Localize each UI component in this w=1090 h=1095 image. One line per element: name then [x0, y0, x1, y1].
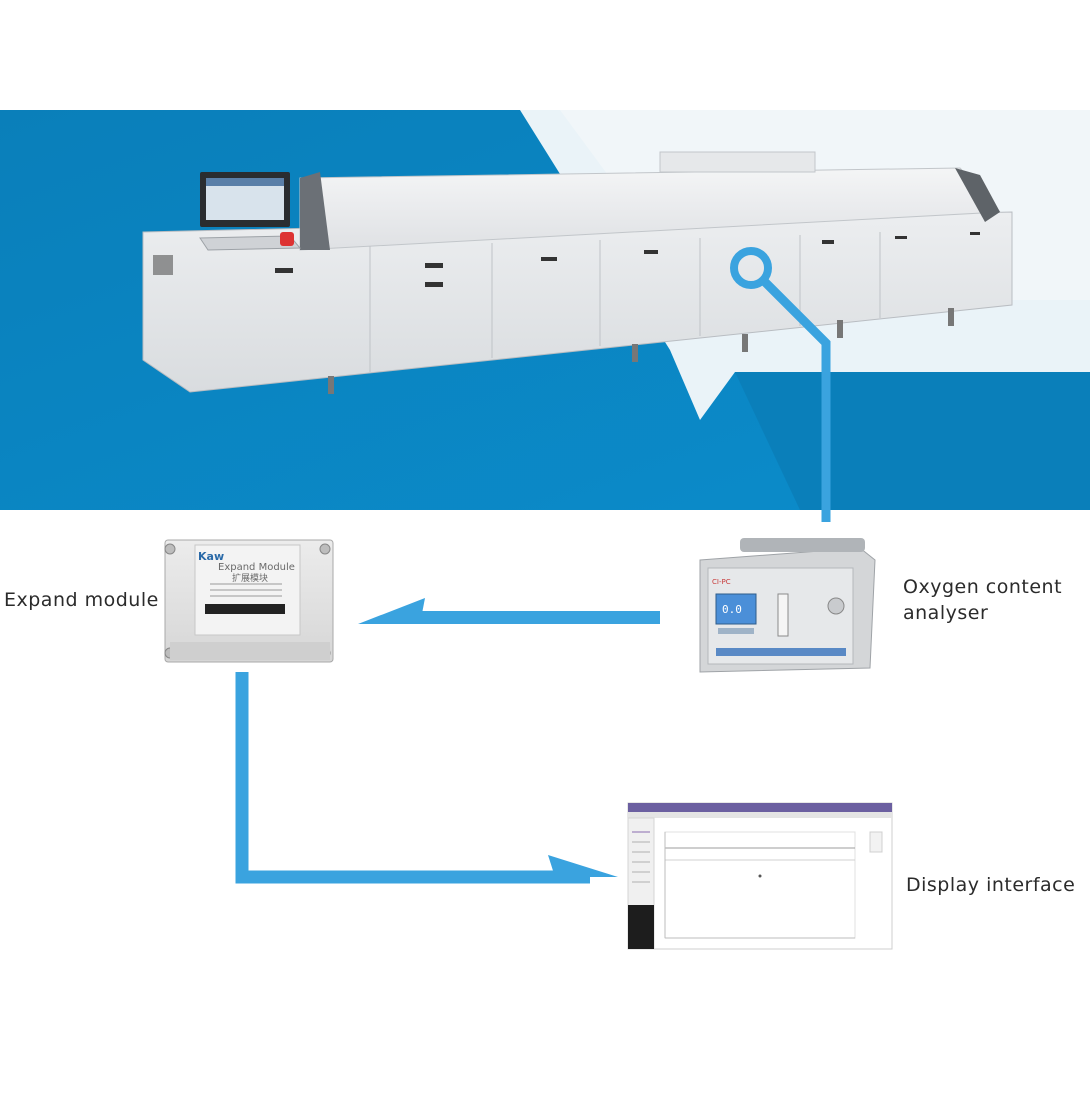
svg-text:CI-PC: CI-PC — [712, 578, 731, 586]
oxygen-analyser-device-icon: CI-PC — [699, 538, 876, 673]
display-interface-screen-icon — [627, 802, 893, 950]
expand-module-device-title: Expand Module — [218, 562, 295, 573]
expand-module-device-icon — [164, 539, 334, 663]
expand-module-device-subtitle: 扩展模块 — [232, 572, 268, 584]
oxygen-analyser-label-line2: analyser — [903, 602, 989, 624]
oven-to-analyser-connector — [730, 247, 831, 522]
oxygen-analyser-label-line1: Oxygen content — [903, 576, 1063, 598]
analyser-to-expand-arrow — [358, 598, 660, 624]
display-interface-label: Display interface — [906, 874, 1076, 896]
oxygen-analyser-label: Oxygen content analyser — [903, 574, 1083, 626]
expand-to-display-arrow — [235, 672, 618, 884]
expand-module-brand: Kaw — [198, 550, 224, 563]
analyser-reading: 0.0 — [722, 603, 742, 616]
expand-module-label: Expand module — [4, 589, 159, 611]
